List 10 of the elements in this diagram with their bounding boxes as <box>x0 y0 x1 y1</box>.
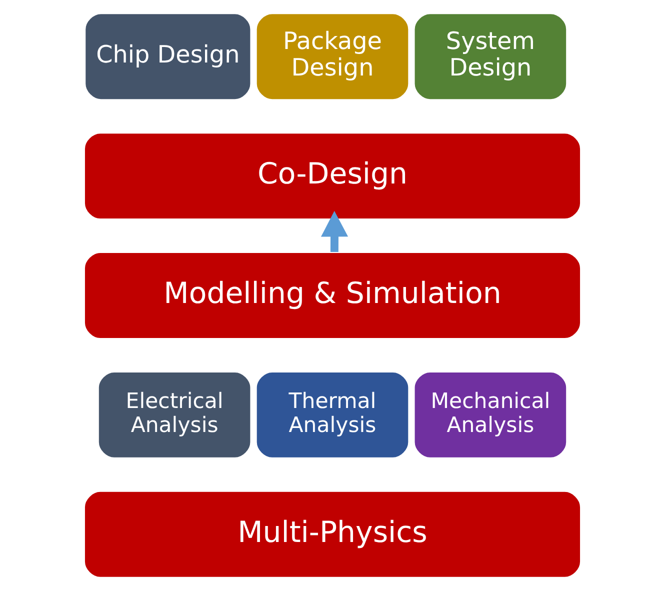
node-box: Thermal Analysis <box>255 371 409 459</box>
node-box: Package Design <box>255 12 409 100</box>
arrow <box>320 210 348 252</box>
node-box: System Design <box>412 12 567 100</box>
node-box: Electrical Analysis <box>97 371 252 459</box>
node-box: Modelling & Simulation <box>83 252 581 340</box>
node-box: Multi-Physics <box>83 490 581 578</box>
node-box: Mechanical Analysis <box>412 371 567 459</box>
node-box: Co-Design <box>83 132 581 220</box>
node-box: Chip Design <box>84 12 252 100</box>
